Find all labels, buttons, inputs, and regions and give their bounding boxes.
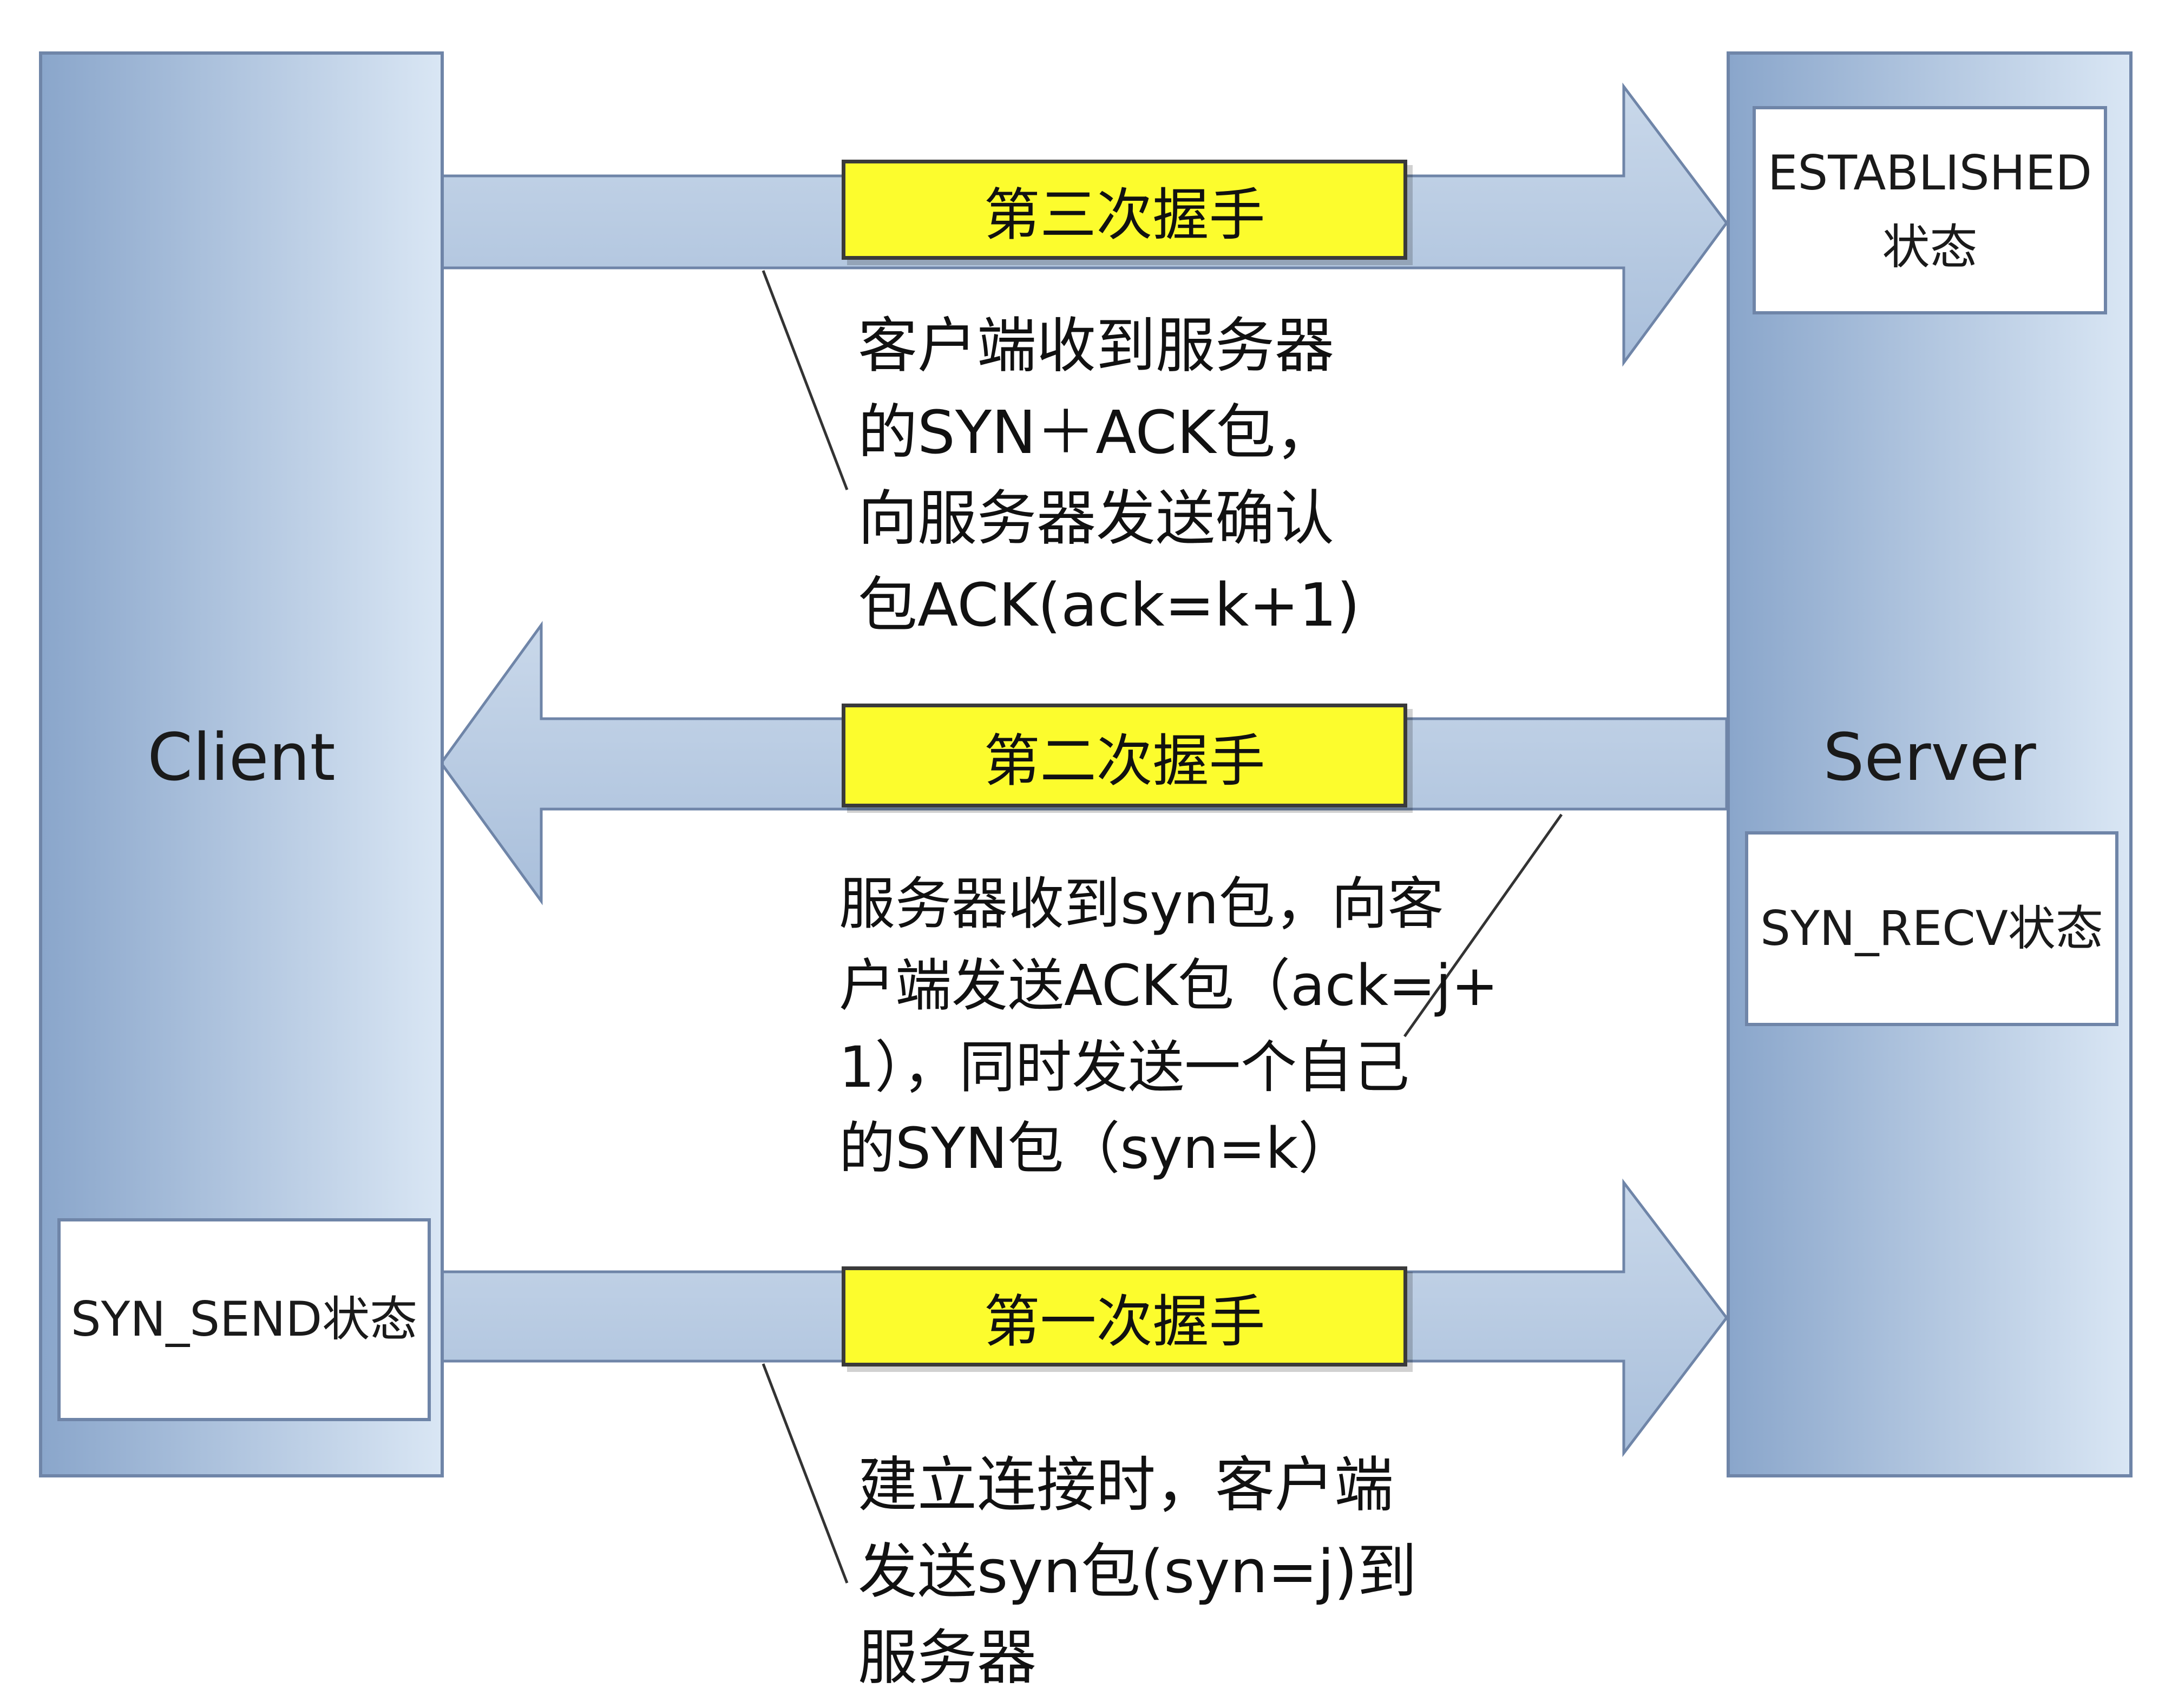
- third-note-line-4: 包ACK(ack=k+1): [858, 570, 1360, 640]
- first-note-line-3: 服务器: [858, 1623, 1036, 1692]
- second-note-line-4: 的SYN包（syn=k）: [839, 1115, 1355, 1182]
- server-syn-recv-state: SYN_RECV状态: [1745, 831, 2118, 1026]
- second-note-line-1: 服务器收到syn包，向客: [839, 871, 1444, 937]
- first-note-callout-line: [762, 1363, 849, 1584]
- server-column: ESTABLISHED 状态 Server SYN_RECV状态: [1727, 51, 2133, 1477]
- server-recv-state-text: SYN_RECV状态: [1760, 900, 2103, 956]
- server-established-state: ESTABLISHED 状态: [1753, 106, 2107, 314]
- server-established-line-1: ESTABLISHED: [1767, 145, 2092, 201]
- client-label: Client: [147, 720, 336, 796]
- client-syn-send-state: SYN_SEND状态: [57, 1218, 431, 1421]
- third-note-callout-line: [762, 270, 849, 490]
- server-label: Server: [1823, 720, 2036, 796]
- third-note-line-1: 客户端收到服务器: [858, 311, 1334, 380]
- server-established-line-2: 状态: [1882, 219, 1978, 275]
- client-column: Client SYN_SEND状态: [39, 51, 444, 1477]
- client-state-text: SYN_SEND状态: [70, 1291, 418, 1348]
- third-note-line-3: 向服务器发送确认: [858, 484, 1334, 553]
- first-handshake-note: 建立连接时，客户端 发送syn包(syn=j)到 服务器: [858, 1442, 1417, 1702]
- first-note-line-2: 发送syn包(syn=j)到: [858, 1536, 1417, 1606]
- second-note-line-2: 户端发送ACK包（ack=j+: [839, 952, 1499, 1019]
- first-note-line-1: 建立连接时，客户端: [858, 1450, 1394, 1520]
- second-handshake-note: 服务器收到syn包，向客 户端发送ACK包（ack=j+ 1），同时发送一个自己…: [839, 863, 1498, 1190]
- first-handshake-label: 第一次握手: [842, 1266, 1407, 1367]
- third-handshake-note: 客户端收到服务器 的SYN＋ACK包， 向服务器发送确认 包ACK(ack=k+…: [858, 303, 1360, 648]
- second-note-callout-line: [1403, 813, 1563, 1037]
- third-note-line-2: 的SYN＋ACK包，: [858, 397, 1335, 467]
- second-handshake-label: 第二次握手: [842, 704, 1407, 807]
- third-handshake-label: 第三次握手: [842, 160, 1407, 260]
- second-note-line-3: 1），同时发送一个自己: [839, 1034, 1410, 1100]
